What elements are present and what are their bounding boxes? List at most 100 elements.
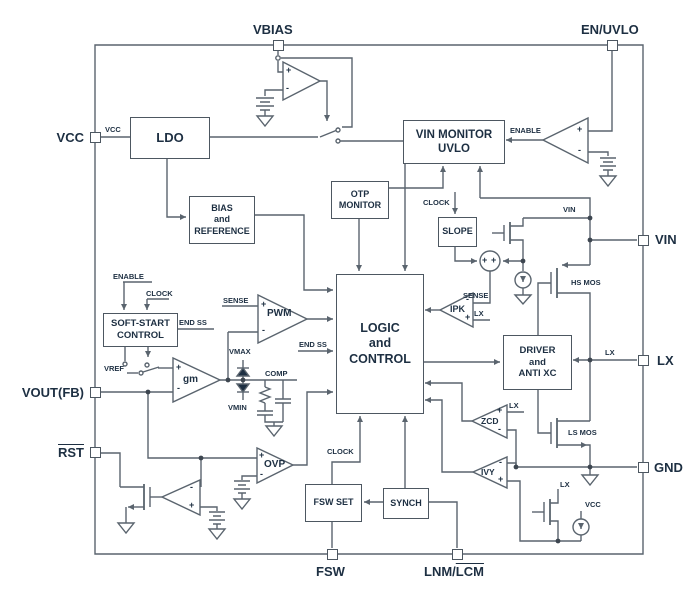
zcd-comparator — [470, 403, 508, 440]
rst-pin — [89, 446, 101, 458]
soft-start-control-block: SOFT-START CONTROL — [103, 313, 178, 347]
battery-icon — [209, 511, 225, 525]
vin-pin — [637, 234, 649, 246]
ipk-comparator — [438, 291, 474, 329]
comp-label: COMP — [265, 369, 288, 378]
sense-fet-wires — [532, 489, 590, 542]
vcc-ldo-wires — [101, 127, 403, 144]
slope-block: SLOPE — [438, 217, 477, 247]
lnm-lcm-pin — [451, 548, 463, 560]
ground-icon — [264, 425, 284, 438]
rst-comp-minus: - — [190, 482, 193, 492]
ipk-wires — [425, 291, 490, 329]
lx-rail-label: LX — [605, 348, 615, 357]
soft-start-wires — [121, 281, 214, 376]
vref-label: VREF — [104, 364, 125, 373]
ivy-comparator — [471, 455, 508, 490]
junction-dots — [145, 215, 593, 544]
vbias-opamp-minus: - — [286, 83, 289, 93]
enable-comp-plus: + — [577, 124, 583, 134]
battery-icon — [256, 97, 274, 111]
vmin-label: VMIN — [228, 403, 247, 412]
ls-mos-transistor — [537, 388, 591, 467]
rst-comparator — [160, 478, 201, 517]
vcc-pin — [89, 131, 101, 143]
en-uvlo-pin — [606, 39, 618, 51]
driver-hs-ls-wires — [422, 217, 637, 487]
vbias-buffer-circuit — [255, 51, 353, 128]
battery-icon — [600, 157, 616, 171]
vbias-pin-label: VBIAS — [253, 22, 293, 37]
vbias-opamp — [282, 60, 322, 102]
diagram-border — [94, 44, 644, 555]
ipk-plus: + — [465, 312, 471, 322]
vin-monitor-wires — [356, 162, 591, 271]
gm-label: gm — [183, 374, 198, 385]
fsw-set-block: FSW SET — [305, 484, 362, 522]
vin-monitor-uvlo-block: VIN MONITOR UVLO — [403, 120, 505, 164]
fb-ovp-wires — [101, 389, 333, 511]
vbias-pin — [272, 39, 284, 51]
vcc-cs-label: VCC — [585, 500, 601, 509]
enable-uvlo-label: ENABLE — [510, 126, 541, 135]
hs-mos-label: HS MOS — [571, 278, 601, 287]
sum-plus-right: + — [491, 255, 497, 265]
current-source-icon — [572, 518, 590, 536]
ground-icon — [513, 294, 533, 306]
vin-rail-label: VIN — [563, 205, 576, 214]
driver-anti-xc-block: DRIVER and ANTI XC — [503, 335, 572, 390]
enable-comparator — [541, 116, 589, 165]
lx-zcd-label: LX — [509, 401, 519, 410]
ivy-minus: - — [499, 457, 502, 467]
lx-fet-label: LX — [560, 480, 570, 489]
vout-fb-pin — [89, 386, 101, 398]
bias-reference-block: BIAS and REFERENCE — [189, 196, 255, 244]
lx-pin — [637, 354, 649, 366]
vcc-signal-label: VCC — [105, 125, 121, 134]
gnd-pin — [637, 461, 649, 473]
lx-ipk-label: LX — [474, 309, 484, 318]
vmax-label: VMAX — [229, 347, 251, 356]
ground-icon — [232, 498, 252, 511]
lx-pin-label: LX — [657, 353, 674, 368]
battery-icon — [234, 480, 250, 494]
fsw-synch-wires — [331, 416, 458, 548]
clock-ss-label: CLOCK — [146, 289, 173, 298]
vbias-opamp-plus: + — [286, 65, 292, 75]
vcc-pin-label: VCC — [56, 130, 84, 145]
hs-mos-transistor — [537, 240, 591, 360]
zcd-minus: - — [498, 424, 501, 434]
capacitor-icon — [257, 410, 273, 416]
gm-plus: + — [176, 362, 182, 372]
vmax-zener-icon — [235, 366, 251, 377]
clock-slope-label: CLOCK — [423, 198, 450, 207]
vmin-zener-icon — [235, 383, 251, 394]
lnm-lcm-pin-label: LNM/LCM — [424, 564, 484, 579]
ovp-comparator — [256, 446, 295, 485]
gm-comp-network — [172, 356, 297, 438]
gnd-pin-label: GND — [654, 460, 683, 475]
logic-control-block: LOGIC and CONTROL — [336, 274, 424, 414]
ls-mos-label: LS MOS — [568, 428, 597, 437]
enable-ss-label: ENABLE — [113, 272, 144, 281]
ground-icon — [116, 522, 136, 535]
sense-pwm-label: SENSE — [223, 296, 249, 305]
resistor-icon — [258, 386, 272, 404]
current-source-icon — [514, 271, 532, 289]
ground-icon — [598, 175, 618, 188]
rst-nmos-transistor — [101, 452, 151, 523]
pwm-wires — [222, 293, 333, 380]
rst-pin-label: RST — [58, 445, 84, 460]
pwm-minus: - — [262, 325, 265, 335]
zcd-plus: + — [497, 405, 503, 415]
ovp-plus: + — [259, 450, 265, 460]
rst-circuit — [101, 452, 227, 541]
ivy-plus: + — [498, 474, 504, 484]
gm-minus: - — [177, 383, 180, 393]
zcd-label: ZCD — [481, 416, 499, 426]
otp-monitor-block: OTP MONITOR — [331, 181, 389, 219]
clock-fsw-label: CLOCK — [327, 447, 354, 456]
bias-wires — [166, 157, 333, 293]
synch-block: SYNCH — [383, 488, 429, 519]
